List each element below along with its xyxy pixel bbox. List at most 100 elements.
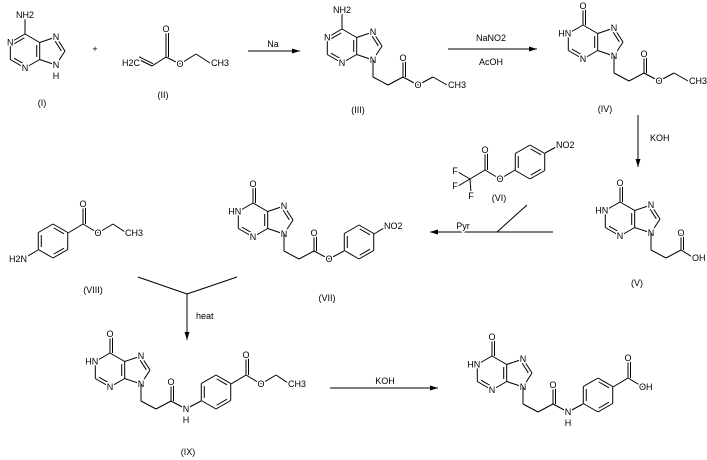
reagent-label-pyr: Pyr	[456, 221, 470, 231]
purine-bond	[252, 228, 268, 238]
carbonyl-oxygen-label: O	[677, 228, 684, 238]
chain-bond	[283, 250, 300, 260]
reagent-label-koh: KOH	[375, 376, 395, 386]
purine-bond	[55, 50, 66, 66]
n1-label: HN	[467, 360, 480, 370]
benzene-bond	[52, 249, 68, 259]
amide-oxygen-label: O	[167, 377, 174, 387]
bond	[612, 377, 629, 388]
chain-bond	[650, 249, 667, 259]
compound-label-VIII: (VIII)	[83, 285, 103, 295]
purine-bond	[522, 358, 533, 374]
oxygen-label: O	[488, 332, 495, 342]
purine-bond	[238, 202, 254, 212]
ester-oxygen-label: O	[414, 80, 421, 90]
n1-label: HN	[558, 29, 571, 39]
arrowhead-icon	[430, 385, 438, 391]
reagent-label-koh: KOH	[650, 133, 670, 143]
purine-bond	[491, 381, 507, 391]
benzene-bond	[344, 224, 360, 234]
chain-bond	[665, 249, 682, 259]
benzene-bond	[597, 403, 613, 413]
purine-bond	[283, 205, 294, 221]
reagent-label-nano2: NaNO2	[476, 33, 506, 43]
purine-bond	[267, 228, 285, 235]
purine-bond	[356, 31, 374, 38]
bond	[137, 58, 153, 67]
chain-bond	[372, 76, 389, 86]
methyl-label: CH3	[448, 80, 466, 90]
compound-label-I: (I)	[38, 98, 47, 108]
ester-oxygen-label: O	[655, 76, 662, 86]
benzene-bond	[344, 250, 360, 260]
double-bond	[98, 376, 110, 384]
compound-label-VII: (VII)	[319, 293, 336, 303]
chain-bond	[628, 72, 645, 82]
benzene-bond	[515, 144, 531, 154]
double-bond	[53, 247, 65, 255]
double-bond	[612, 31, 620, 43]
double-bond	[13, 37, 25, 45]
benzene-bond	[52, 223, 68, 233]
bond	[417, 76, 434, 86]
methyl-label: CH3	[689, 76, 707, 86]
n3-label: N	[617, 231, 624, 241]
arrowhead-icon	[430, 229, 438, 235]
purine-bond	[491, 355, 507, 365]
purine-bond	[506, 381, 524, 388]
carbonyl-oxygen-label: O	[242, 350, 249, 360]
n9-label: N	[53, 60, 60, 70]
benzene-bond	[201, 374, 217, 384]
purine-bond	[140, 369, 151, 385]
nitro-label: NO2	[384, 221, 403, 231]
amide-nitrogen-label: N	[565, 407, 572, 417]
benzene-bond	[201, 400, 217, 410]
bond	[544, 146, 557, 154]
methyl-label: CH3	[288, 379, 306, 389]
reagent-label-na: Na	[267, 39, 279, 49]
n3-label: N	[580, 54, 587, 64]
bond	[27, 249, 39, 257]
n1-label: N	[324, 33, 331, 43]
purine-bond	[582, 24, 598, 34]
purine-bond	[634, 204, 652, 211]
n1-label: N	[7, 38, 14, 48]
carbonyl-oxygen-label: O	[310, 228, 317, 238]
chain-bond	[537, 403, 554, 413]
benzene-bond	[515, 170, 531, 180]
double-bond	[480, 379, 492, 387]
n7-label: N	[53, 32, 60, 42]
chain-bond	[140, 400, 157, 410]
bond	[313, 250, 330, 260]
purine-bond	[568, 24, 584, 34]
reagent-label-acoh: AcOH	[479, 57, 503, 67]
double-bond	[530, 168, 542, 176]
converging-line	[137, 276, 188, 295]
purine-bond	[24, 59, 40, 69]
ester-oxygen-label: O	[496, 174, 503, 184]
double-bond	[571, 48, 583, 56]
purine-bond	[95, 352, 111, 362]
purine-bond	[24, 33, 40, 43]
bond	[275, 374, 289, 384]
bond	[82, 223, 99, 234]
double-bond	[330, 52, 342, 60]
purine-bond	[597, 50, 615, 57]
n3-label: N	[22, 63, 29, 73]
bond	[432, 76, 448, 86]
purine-bond	[597, 27, 615, 34]
benzene-bond	[215, 400, 231, 410]
bond	[402, 76, 419, 86]
amide-hydrogen-label: H	[565, 418, 572, 428]
double-bond	[282, 209, 290, 221]
bond	[484, 169, 501, 180]
purine-bond	[95, 378, 111, 388]
bond	[170, 400, 187, 410]
converging-line	[186, 276, 238, 295]
purine-bond	[10, 59, 26, 69]
benzene-bond	[583, 403, 599, 413]
n1-label: HN	[595, 206, 608, 216]
compound-label-V: (V)	[631, 278, 643, 288]
purine-bond	[327, 54, 343, 64]
